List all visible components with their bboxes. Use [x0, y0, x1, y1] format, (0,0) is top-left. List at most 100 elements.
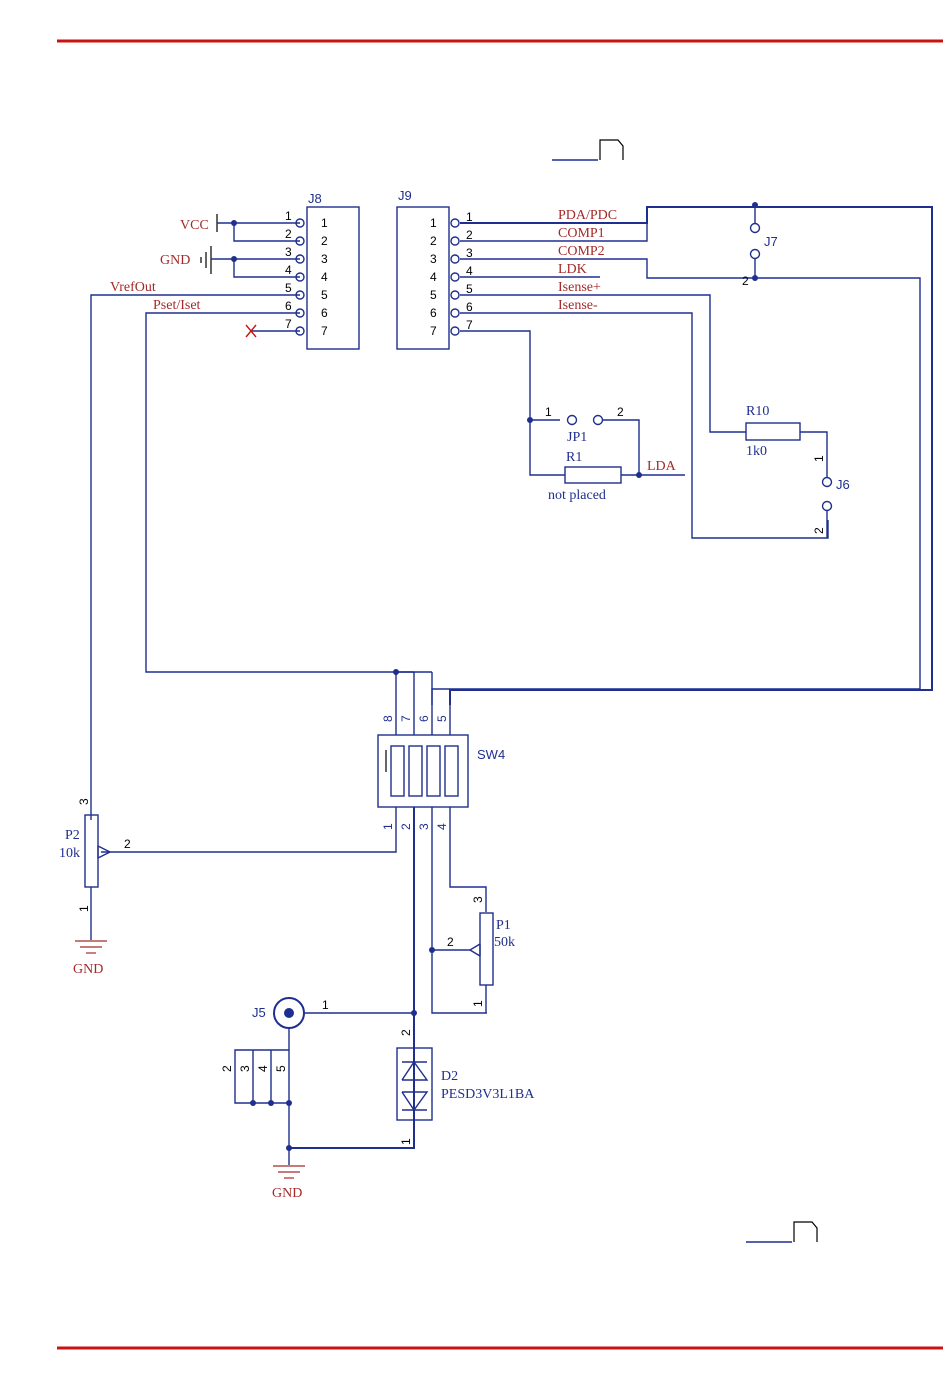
sw4-ref: SW4	[477, 747, 505, 762]
j5-shell-pin: 4	[256, 1065, 270, 1072]
j9-pin-circle	[451, 327, 459, 335]
net-label-gnd-j8: GND	[160, 253, 190, 268]
net-label-j9-1: PDA/PDC	[558, 208, 617, 223]
potentiometer-p1: 3 1 2 P1 50k	[447, 896, 515, 1013]
p2-pin1: 1	[77, 905, 91, 912]
j9-pin-num-inner: 6	[430, 306, 437, 320]
j9-pin-num-outer: 2	[466, 228, 473, 242]
r1-value: not placed	[548, 488, 606, 503]
j5-shell-pin: 3	[238, 1065, 252, 1072]
j7-ref: J7	[764, 234, 778, 249]
sheet-ref-mark-bottom	[746, 1222, 817, 1242]
sw4-bottom-pin: 3	[417, 823, 431, 830]
r1-ref: R1	[566, 450, 582, 465]
j9-pin-num-inner: 4	[430, 270, 437, 284]
j7-pin2: 2	[742, 274, 749, 288]
p1-ref: P1	[496, 918, 511, 933]
net-label-vrefout: VrefOut	[110, 280, 156, 295]
gnd-label-p2: GND	[73, 962, 103, 977]
potentiometer-p2: 3 1 2 P2 10k GND	[59, 798, 131, 977]
gnd-symbol-j8	[201, 246, 211, 274]
j8-pin-num-outer: 5	[285, 281, 292, 295]
j8-pin-num-inner: 4	[321, 270, 328, 284]
j9-pin-num-outer: 4	[466, 264, 473, 278]
sw4-top-pin: 7	[399, 715, 413, 722]
gnd-icon-p2	[75, 941, 107, 953]
p1-pin2: 2	[447, 935, 454, 949]
j9-pin-num-outer: 7	[466, 318, 473, 332]
j9-pin-num-inner: 2	[430, 234, 437, 248]
sw4-bottom-pin: 4	[435, 823, 449, 830]
jp1-pin1: 1	[545, 405, 552, 419]
j9-pin-num-inner: 3	[430, 252, 437, 266]
net-label-j9-4: LDK	[558, 262, 587, 277]
sw4-bottom-pin: 2	[399, 823, 413, 830]
p2-value: 10k	[59, 846, 80, 861]
j8-pin-num-inner: 1	[321, 216, 328, 230]
p1-pin3: 3	[471, 896, 485, 903]
jumper-j6: J6 1 2	[812, 455, 850, 538]
j6-pin1: 1	[812, 455, 826, 462]
j5-pin1: 1	[322, 998, 329, 1012]
j8-pin-num-outer: 2	[285, 227, 292, 241]
j8-pin-num-inner: 5	[321, 288, 328, 302]
jp1-pin2: 2	[617, 405, 624, 419]
j9-pin-circle	[451, 255, 459, 263]
j9-pin-num-outer: 1	[466, 210, 473, 224]
j9-pin-num-inner: 1	[430, 216, 437, 230]
net-label-j9-3: COMP2	[558, 244, 605, 259]
j8-pin-num-inner: 6	[321, 306, 328, 320]
net-label-j9-6: Isense-	[558, 298, 598, 313]
j9-pin-num-outer: 5	[466, 282, 473, 296]
p2-pin2: 2	[124, 837, 131, 851]
sw4-top-pin: 6	[417, 715, 431, 722]
j9-pin-circle	[451, 309, 459, 317]
j9-ref: J9	[398, 188, 412, 203]
j8-pin-num-outer: 6	[285, 299, 292, 313]
j8-pin-num-outer: 4	[285, 263, 292, 277]
d2-pin2: 2	[399, 1029, 413, 1036]
p2-pin3: 3	[77, 798, 91, 805]
sheet-ref-mark-top	[552, 140, 623, 160]
j8-pin-num-outer: 7	[285, 317, 292, 331]
p1-pin1: 1	[471, 1000, 485, 1007]
j9-pin-circle	[451, 291, 459, 299]
jumper-j7: J7 2	[742, 202, 778, 288]
j9-pin-num-inner: 7	[430, 324, 437, 338]
tvs-diode-d2: 2 1 D2 PESD3V3L1BA	[397, 1013, 535, 1148]
net-label-pset: Pset/Iset	[153, 298, 201, 313]
j9-pin-num-inner: 5	[430, 288, 437, 302]
net-label-lda: LDA	[647, 459, 677, 474]
j9-pin-circle	[451, 219, 459, 227]
r10-value: 1k0	[746, 444, 767, 459]
coax-connector-j5: 1 J5 2345 GND	[220, 998, 417, 1201]
jumper-jp1: 1 2 JP1	[545, 405, 639, 475]
j9-pin-num-outer: 6	[466, 300, 473, 314]
jp1-ref: JP1	[567, 430, 587, 445]
sw4-top-pin: 8	[381, 715, 395, 722]
resistor-r1: R1 not placed LDA	[548, 450, 685, 503]
sw4-top-pin: 5	[435, 715, 449, 722]
j8-pin-num-outer: 3	[285, 245, 292, 259]
sw4-bottom-pin: 1	[381, 823, 395, 830]
d2-pin1: 1	[399, 1138, 413, 1145]
gnd-icon-j5	[273, 1166, 305, 1178]
j8-pin-num-outer: 1	[285, 209, 292, 223]
gnd-label-j5: GND	[272, 1186, 302, 1201]
d2-ref: D2	[441, 1069, 458, 1084]
net-label-j9-2: COMP1	[558, 226, 605, 241]
j6-pin2: 2	[812, 527, 826, 534]
j8-pin-num-inner: 7	[321, 324, 328, 338]
j9-pin-circle	[451, 237, 459, 245]
r10-ref: R10	[746, 404, 769, 419]
p1-value: 50k	[494, 935, 515, 950]
d2-value: PESD3V3L1BA	[441, 1087, 535, 1102]
j8-ref: J8	[308, 191, 322, 206]
net-label-j9-5: Isense+	[558, 280, 601, 295]
resistor-r10: R10 1k0	[746, 404, 827, 478]
j8-pin-num-inner: 2	[321, 234, 328, 248]
j6-ref: J6	[836, 477, 850, 492]
